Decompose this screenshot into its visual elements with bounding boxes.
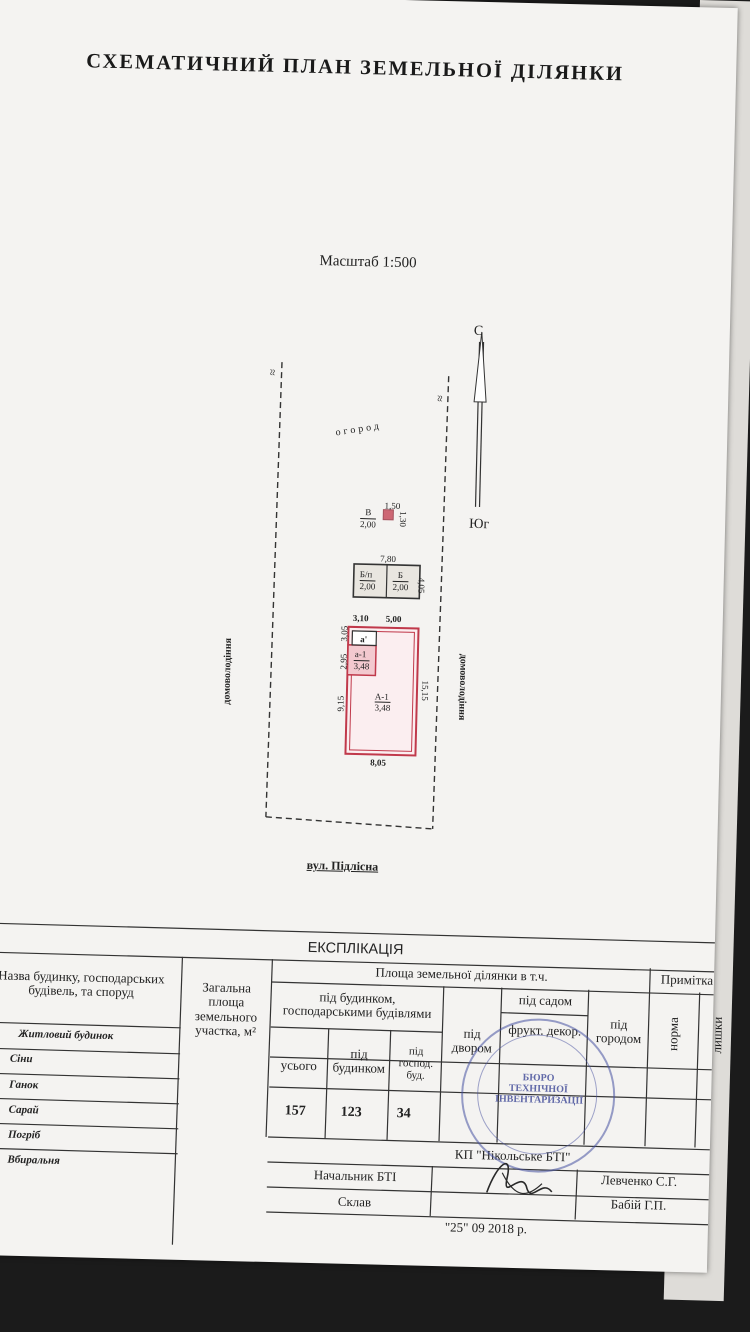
explication-table-lines bbox=[0, 922, 715, 1245]
building-v-outline bbox=[382, 509, 394, 521]
building-b-outline bbox=[352, 563, 421, 600]
site-plan-drawing bbox=[265, 331, 487, 830]
signature bbox=[486, 1163, 553, 1195]
house-outline bbox=[344, 625, 420, 757]
plot-boundary bbox=[265, 362, 450, 830]
compass-arrow bbox=[473, 331, 487, 507]
document-sheet: СХЕМАТИЧНИЙ ПЛАН ЗЕМЕЛЬНОЇ ДІЛЯНКИ Масшт… bbox=[0, 0, 738, 1273]
